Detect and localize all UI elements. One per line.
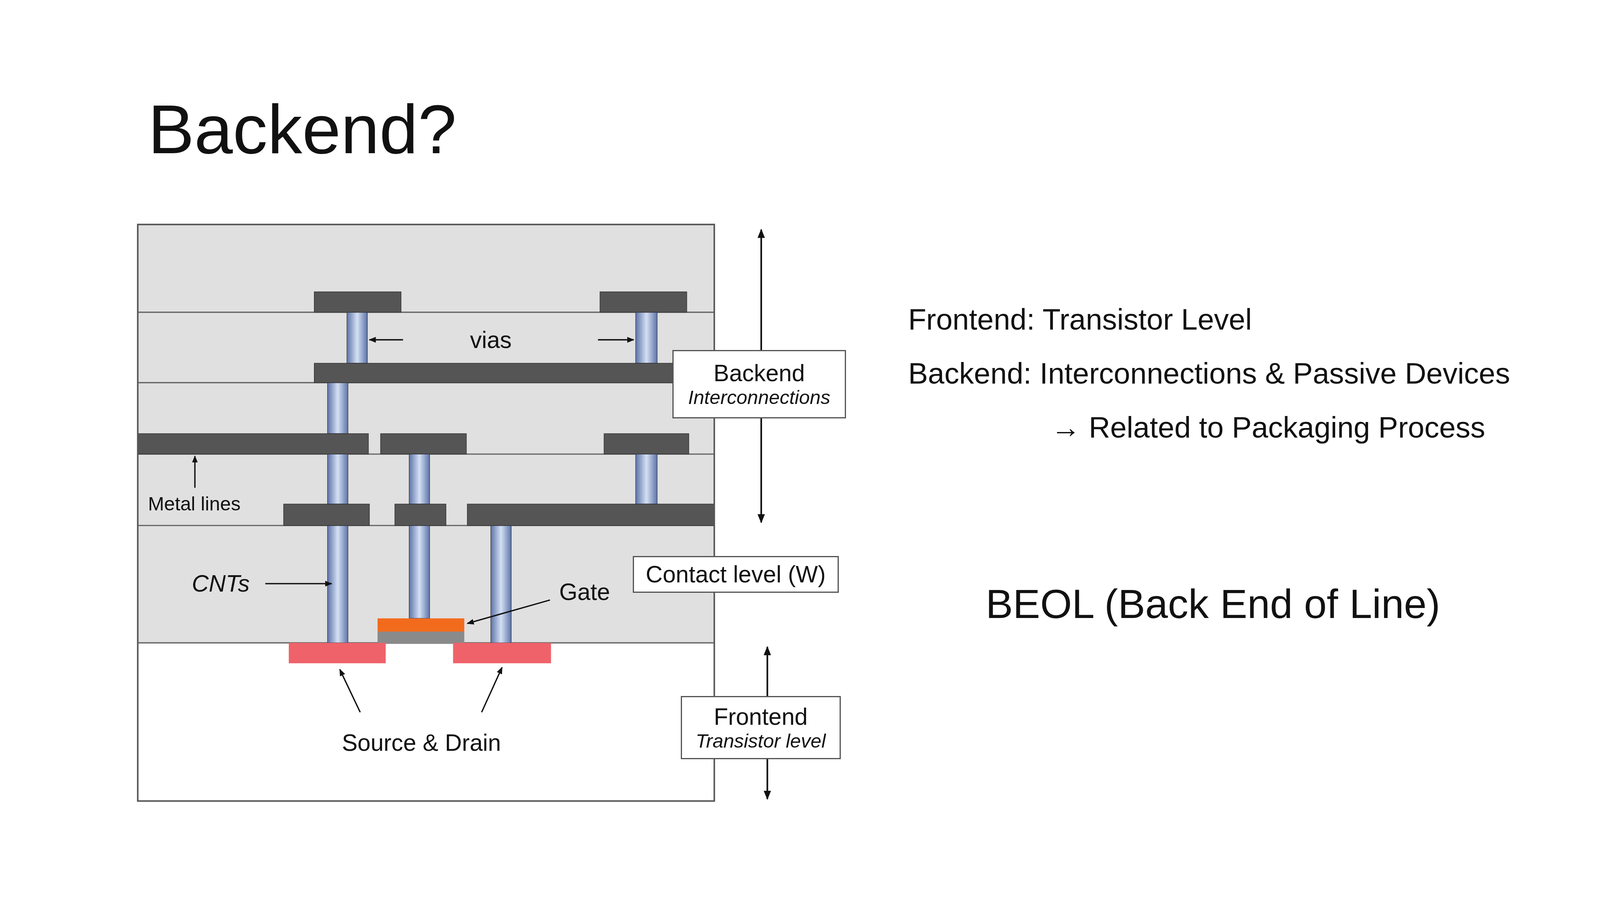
outer-frame <box>137 224 714 801</box>
backend-box: BackendInterconnections <box>672 350 846 419</box>
gate-label: Gate <box>559 578 610 606</box>
via-label: vias <box>470 326 512 354</box>
gate-stack <box>377 618 465 644</box>
page-title: Backend? <box>148 89 457 170</box>
box-subtitle: Transistor level <box>695 730 826 752</box>
box-heading: Backend <box>713 360 805 387</box>
frontend-box: FrontendTransistor level <box>680 696 842 760</box>
leader-arrows <box>194 339 634 712</box>
dielectric-layers <box>137 224 714 801</box>
source-drain-label: Source & Drain <box>342 729 502 756</box>
beol-heading: BEOL (Back End of Line) <box>985 580 1440 628</box>
via-columns <box>327 312 658 644</box>
definition-text: Frontend: Transistor Level <box>908 302 1252 337</box>
box-heading: Frontend <box>713 703 808 730</box>
box-heading: Contact level (W) <box>645 561 826 588</box>
metal-lines-label: Metal lines <box>148 492 241 516</box>
contact-level-box: Contact level (W) <box>632 556 839 593</box>
cnt-label: CNTs <box>192 570 250 597</box>
source-drain-regions <box>288 642 552 664</box>
box-subtitle: Interconnections <box>688 386 831 408</box>
definition-text: Backend: Interconnections & Passive Devi… <box>908 356 1510 391</box>
metal-lines <box>137 292 714 526</box>
note-text: → Related to Packaging Process <box>1051 410 1486 445</box>
